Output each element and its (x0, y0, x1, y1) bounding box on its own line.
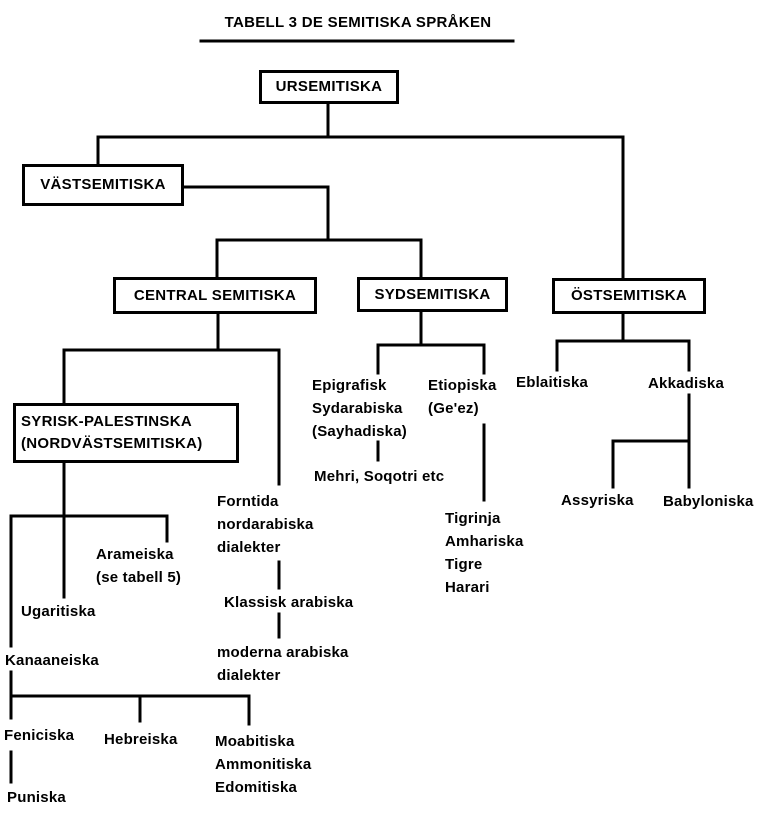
label-akkadiska: Akkadiska (648, 375, 725, 392)
label-moabitiska: Moabitiska (215, 733, 295, 750)
node-ostsemitiska: ÖSTSEMITISKA (552, 278, 706, 314)
diagram-title: TABELL 3 DE SEMITISKA SPRÅKEN (224, 14, 492, 31)
label-tigre: Tigre (445, 556, 483, 573)
label-epigrafisk-line-2: Sydarabiska (312, 400, 403, 417)
node-vastsemitiska-label: VÄSTSEMITISKA (40, 176, 166, 193)
node-ostsemitiska-label: ÖSTSEMITISKA (570, 287, 688, 304)
label-epigrafisk-sydarabiska: Epigrafisk Sydarabiska (Sayhadiska) (312, 374, 407, 443)
node-sydsemitiska-label: SYDSEMITISKA (374, 285, 491, 303)
node-vastsemitiska: VÄSTSEMITISKA (22, 164, 184, 206)
label-mehri-soqotri: Mehri, Soqotri etc (314, 468, 445, 485)
label-etiopiska: Etiopiska (Ge'ez) (428, 374, 497, 420)
label-forntida-line-2: nordarabiska (217, 516, 314, 533)
label-moderna-line-2: dialekter (217, 667, 281, 684)
node-syrisk-palestinska-line-1: SYRISK-PALESTINSKA (21, 413, 192, 430)
label-assyriska: Assyriska (561, 492, 634, 509)
label-arameiska: Arameiska (se tabell 5) (96, 543, 181, 589)
label-edomitiska: Edomitiska (215, 779, 298, 796)
label-moderna-arabiska: moderna arabiska dialekter (217, 641, 349, 687)
label-epigrafisk-line-3: (Sayhadiska) (312, 423, 407, 440)
label-ugaritiska: Ugaritiska (21, 603, 96, 620)
label-eblaitiska: Eblaitiska (516, 374, 589, 391)
label-forntida-line-3: dialekter (217, 539, 281, 556)
label-amhariska: Amhariska (445, 533, 524, 550)
label-ammonitiska: Ammonitiska (215, 756, 312, 773)
node-sydsemitiska: SYDSEMITISKA (357, 277, 508, 312)
node-syrisk-palestinska: SYRISK-PALESTINSKA (NORDVÄSTSEMITISKA) (13, 403, 239, 463)
label-etiopiska-line-2: (Ge'ez) (428, 400, 479, 417)
label-arameiska-line-2: (se tabell 5) (96, 569, 182, 586)
label-epigrafisk-line-1: Epigrafisk (312, 377, 387, 394)
label-forntida-nordarabiska: Forntida nordarabiska dialekter (217, 490, 314, 559)
node-ursemitiska-label: URSEMITISKA (275, 78, 383, 95)
label-forntida-line-1: Forntida (217, 493, 279, 510)
label-harari: Harari (445, 579, 490, 596)
node-central-semitiska: CENTRAL SEMITISKA (113, 277, 317, 314)
label-babyloniska: Babyloniska (663, 493, 754, 510)
label-arameiska-line-1: Arameiska (96, 546, 174, 563)
label-moderna-line-1: moderna arabiska (217, 644, 349, 661)
label-hebreiska: Hebreiska (104, 731, 178, 748)
label-etiopiska-languages: Tigrinja Amhariska Tigre Harari (445, 507, 524, 599)
node-central-semitiska-label: CENTRAL SEMITISKA (133, 286, 297, 304)
label-moabitiska-group: Moabitiska Ammonitiska Edomitiska (215, 730, 311, 799)
node-syrisk-palestinska-line-2: (NORDVÄSTSEMITISKA) (21, 435, 203, 452)
label-kanaaneiska: Kanaaneiska (5, 652, 99, 669)
node-ursemitiska: URSEMITISKA (259, 70, 399, 104)
label-tigrinja: Tigrinja (445, 510, 501, 527)
label-etiopiska-line-1: Etiopiska (428, 377, 497, 394)
label-feniciska: Feniciska (4, 727, 75, 744)
label-klassisk-arabiska: Klassisk arabiska (224, 594, 354, 611)
label-puniska: Puniska (7, 789, 66, 806)
